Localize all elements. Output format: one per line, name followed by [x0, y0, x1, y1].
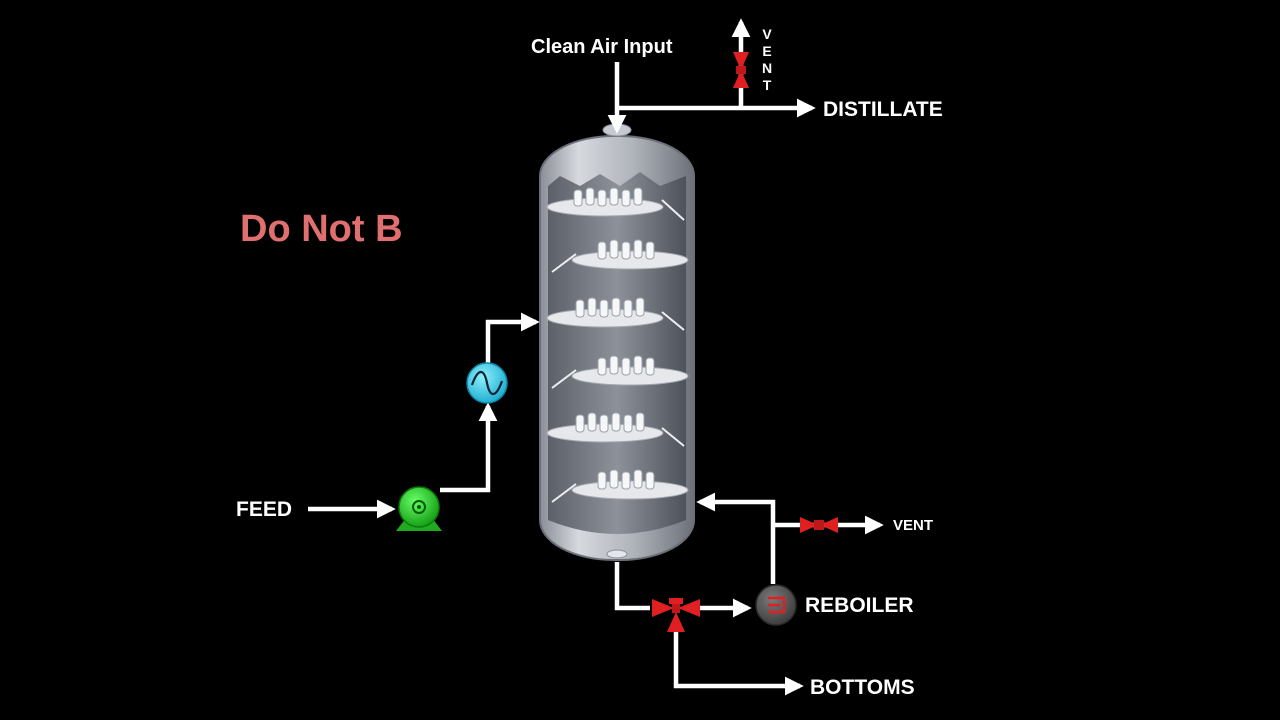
vent-top-label: VENT: [761, 26, 773, 93]
clean-air-input-label: Clean Air Input: [531, 36, 673, 58]
bottoms-valve-icon: [652, 598, 700, 632]
distillation-column-icon: [539, 123, 695, 561]
vent-valve-right-icon: [800, 517, 838, 533]
warning-text: Do Not B: [240, 208, 403, 250]
heat-exchanger-icon: [466, 362, 508, 404]
feed-pump-icon: [396, 486, 442, 531]
feed-label: FEED: [236, 498, 293, 521]
reboiler-icon: [755, 584, 797, 626]
distillate-label: DISTILLATE: [823, 98, 943, 121]
bottoms-label: BOTTOMS: [810, 676, 915, 699]
vent-right-label: VENT: [893, 517, 934, 534]
reboiler-label: REBOILER: [805, 594, 914, 617]
flow-lines: [308, 18, 884, 696]
vent-valve-top-icon: [733, 52, 749, 88]
